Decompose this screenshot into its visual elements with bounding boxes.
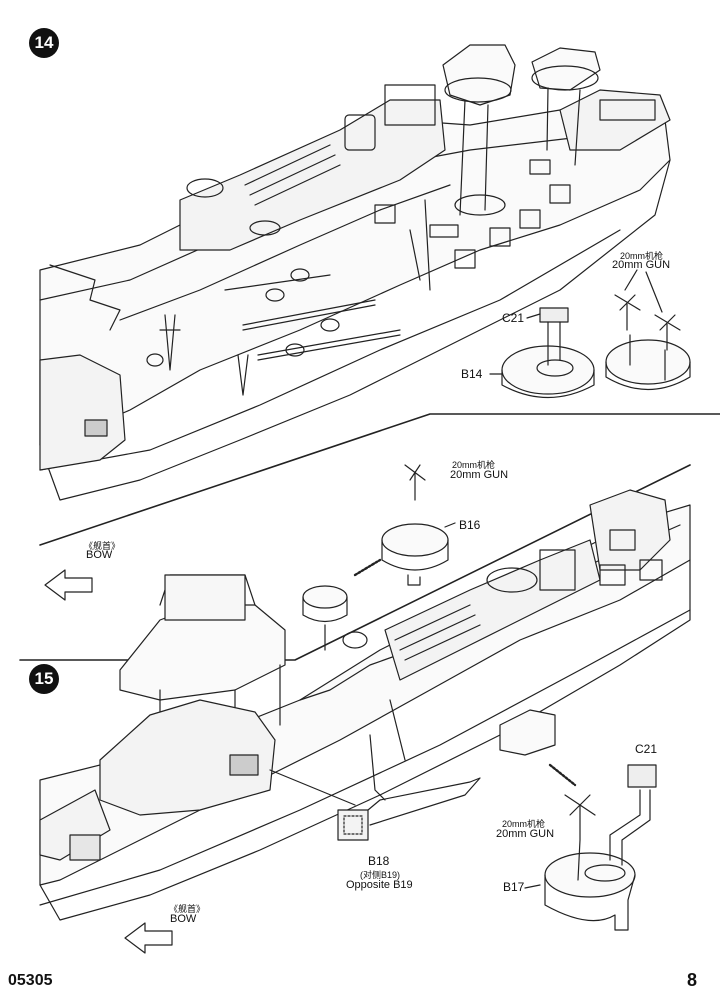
step15-part-b18: B18 xyxy=(368,854,390,868)
step-15-badge: 15 xyxy=(29,664,59,694)
step15-part-c21: C21 xyxy=(635,742,658,756)
step15-gun-label-cn-top: 20mm机枪 xyxy=(452,460,496,470)
step15-gun-label-en-bottom: 20mm GUN xyxy=(496,828,555,840)
step15-gun-label-en-top: 20mm GUN xyxy=(450,469,509,481)
step14-bow-label-en: BOW xyxy=(86,549,113,561)
step14-part-c21: C21 xyxy=(502,311,525,325)
step-divider xyxy=(39,413,720,546)
step15-part-b16: B16 xyxy=(459,518,481,532)
product-code: 05305 xyxy=(8,972,53,989)
step15-part-b17: B17 xyxy=(503,880,525,894)
step14-bow-label-cn: 《舰首》 xyxy=(84,541,121,551)
step14-gun-label-en: 20mm GUN xyxy=(612,259,671,271)
page-number: 8 xyxy=(687,970,698,990)
step15-bow-label-cn: 《舰首》 xyxy=(169,904,206,914)
step-divider-lower xyxy=(19,464,691,661)
step15-b18-note-cn: (对侧B19) xyxy=(360,870,401,880)
step15-b18-note-en: Opposite B19 xyxy=(346,879,413,891)
step15-bow-label-en: BOW xyxy=(170,913,197,925)
step15-hull xyxy=(39,464,691,954)
step14-part-b14: B14 xyxy=(461,367,483,381)
step-14-badge: 14 xyxy=(29,28,59,58)
step14-hull xyxy=(39,44,691,601)
step14-gun-label-cn: 20mm机枪 xyxy=(620,251,664,261)
step15-gun-label-cn-bottom: 20mm机枪 xyxy=(502,819,546,829)
